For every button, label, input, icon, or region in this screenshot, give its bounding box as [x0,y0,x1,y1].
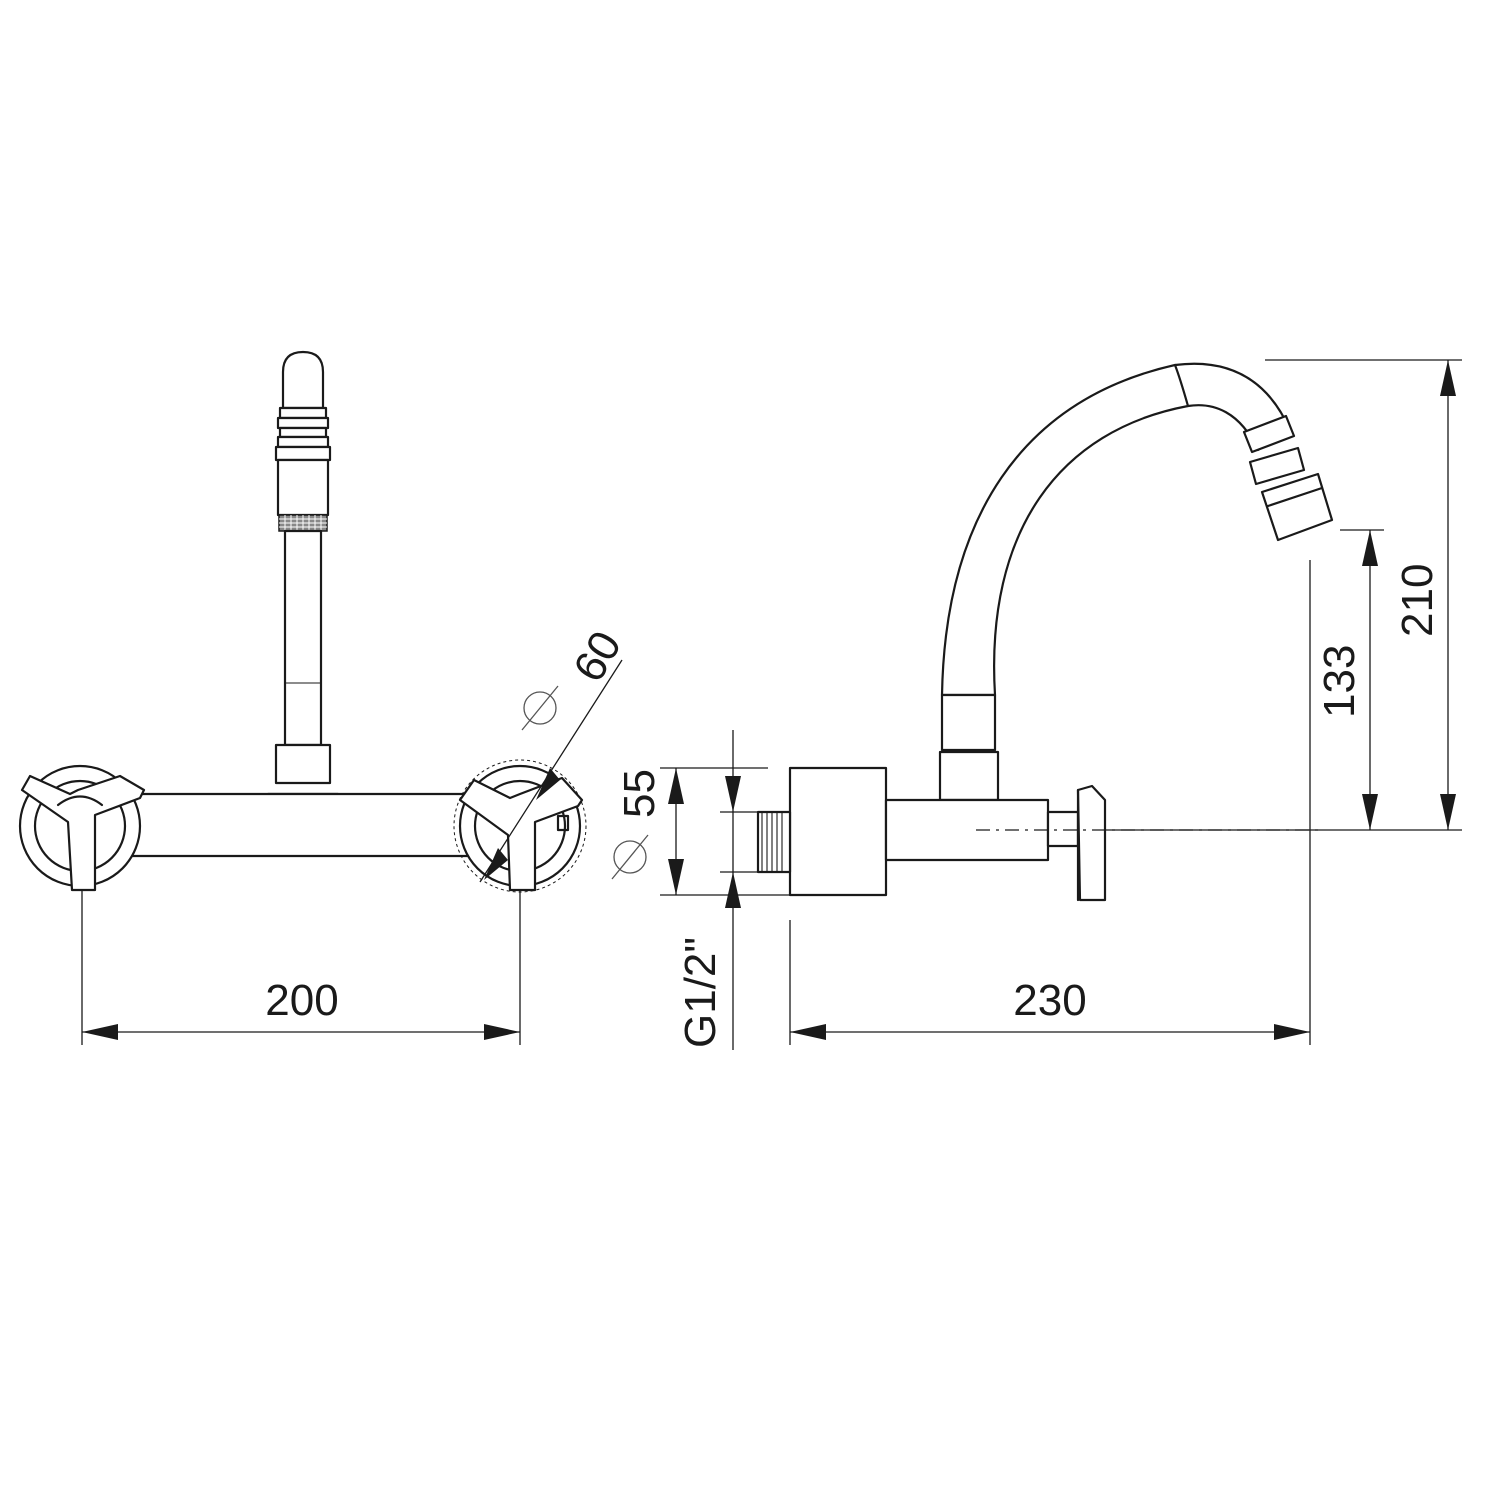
outlet-height-label: 133 [1315,645,1364,718]
front-body [120,792,472,858]
body-diameter-dimension: 55 [611,767,790,896]
projection-label: 230 [1013,976,1086,1025]
side-body [788,750,1320,902]
side-view: 55 G1/2" 230 133 [611,359,1462,1050]
center-distance-label: 200 [265,976,338,1025]
spout-height-dimension: 210 [1265,359,1462,831]
side-spout [940,362,1334,752]
front-spout [266,350,340,818]
front-view: 60 200 [18,350,631,1045]
center-distance-dimension: 200 [81,890,521,1045]
right-handle [453,759,587,893]
projection-dimension: 230 [789,560,1311,1045]
outlet-height-dimension: 133 [1105,529,1384,831]
thread-label: G1/2" [676,937,725,1048]
side-thread [756,810,792,874]
left-handle [18,764,146,892]
body-diameter-label: 55 [615,769,664,818]
rosette-diameter-label: 60 [564,623,631,690]
thread-dimension: G1/2" [676,730,760,1050]
spout-height-label: 210 [1393,564,1442,637]
